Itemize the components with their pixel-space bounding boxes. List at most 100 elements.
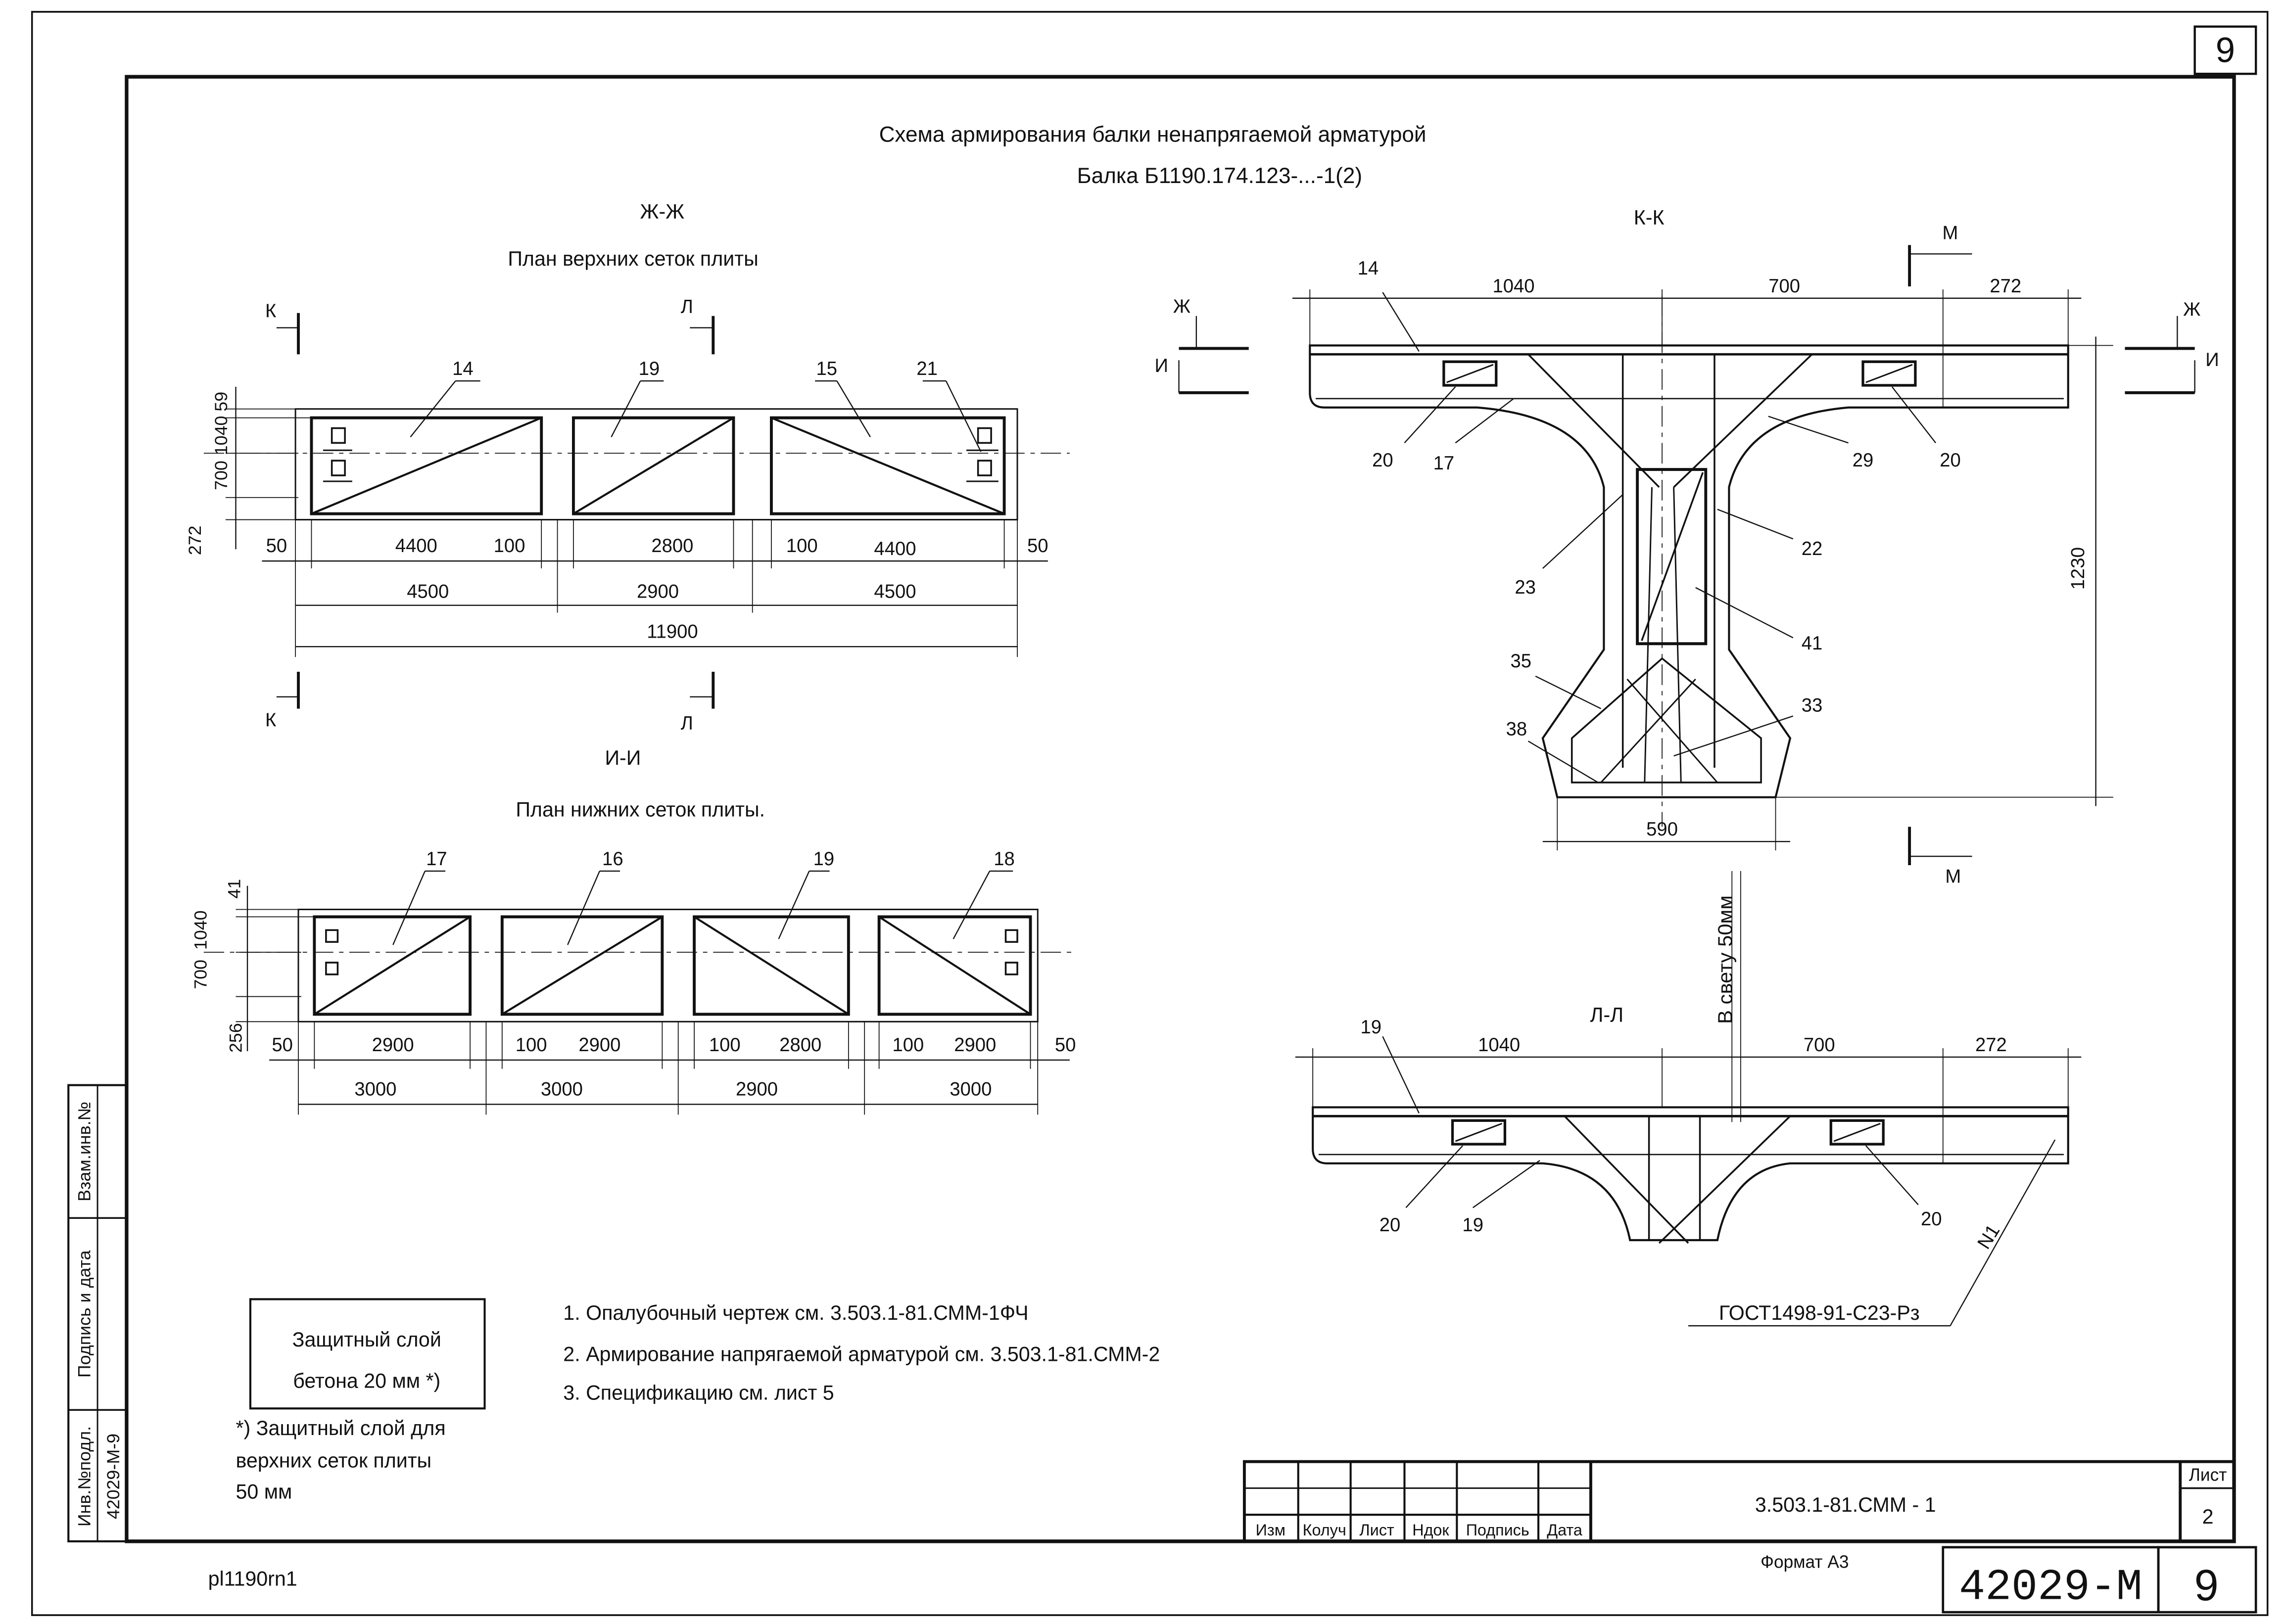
ll-dim-1040: 1040 bbox=[1478, 1034, 1520, 1056]
kk-cut-zh-left: Ж bbox=[1173, 296, 1191, 317]
bottom-dim-2800: 2800 bbox=[779, 1034, 821, 1056]
bottom-mark-16: 16 bbox=[602, 848, 623, 870]
kk-cut-zh-right: Ж bbox=[2183, 299, 2201, 320]
kk-mark-23: 23 bbox=[1515, 577, 1536, 598]
kk-dim-1040: 1040 bbox=[1493, 276, 1535, 297]
outer-frame bbox=[31, 11, 2269, 1616]
bottom-dim-100a: 100 bbox=[516, 1034, 547, 1056]
ll-mark-20a: 20 bbox=[1380, 1214, 1401, 1236]
kk-mark-14: 14 bbox=[1358, 258, 1379, 279]
bottom-mesh-16 bbox=[500, 915, 664, 1016]
main-title: Схема армирования балки ненапрягаемой ар… bbox=[879, 122, 1427, 146]
bottom-dim-left-1040: 1040 bbox=[191, 910, 211, 950]
ll-mark-20b: 20 bbox=[1921, 1208, 1942, 1230]
bottom-dim-3000b: 3000 bbox=[541, 1078, 583, 1100]
bottom-dim-2900b: 2900 bbox=[578, 1034, 620, 1056]
bottom-mesh-17 bbox=[313, 915, 472, 1016]
bottom-dim-50b: 50 bbox=[1055, 1034, 1076, 1056]
footnote-line2: верхних сеток плиты bbox=[236, 1448, 432, 1472]
kk-mark-33: 33 bbox=[1802, 695, 1823, 716]
beam-title: Балка Б1190.174.123-...-1(2) bbox=[1077, 164, 1362, 188]
tb-header-list: Лист bbox=[1359, 1521, 1394, 1539]
side-stamp-col2: Подпись и дата bbox=[75, 1250, 95, 1378]
bottom-dim-3000c: 3000 bbox=[950, 1078, 992, 1100]
kk-mark-20a: 20 bbox=[1372, 450, 1393, 471]
top-dim-4500b: 4500 bbox=[874, 581, 916, 602]
side-stamp: Взам.инв.№ Подпись и дата Инв.№подл. 420… bbox=[67, 1084, 128, 1542]
tb-header-koluch: Колуч bbox=[1303, 1521, 1346, 1539]
kk-cut-i-right: И bbox=[2205, 349, 2219, 371]
side-stamp-col3: Инв.№подл. bbox=[75, 1426, 95, 1527]
section-kk-title: К-К bbox=[1634, 205, 1665, 229]
kk-mark-35: 35 bbox=[1511, 650, 1532, 672]
top-plan-section-label: Ж-Ж bbox=[640, 199, 684, 223]
ll-mark-19b: 19 bbox=[1462, 1214, 1483, 1236]
top-mark-15: 15 bbox=[816, 358, 837, 379]
kk-mark-41: 41 bbox=[1802, 633, 1823, 654]
side-stamp-col1: Взам.инв.№ bbox=[75, 1102, 95, 1202]
footnote-line1: *) Защитный слой для bbox=[236, 1416, 446, 1439]
tb-header-data: Дата bbox=[1547, 1521, 1582, 1539]
bottom-mark-19: 19 bbox=[813, 848, 835, 870]
top-mark-19: 19 bbox=[639, 358, 660, 379]
top-plan-title: План верхних сеток плиты bbox=[508, 247, 758, 270]
tb-format: Формат А3 bbox=[1761, 1552, 1849, 1572]
tb-sheet-number: 2 bbox=[2202, 1505, 2214, 1528]
side-stamp-number: 42029-М-9 bbox=[103, 1434, 123, 1519]
top-dim-2800: 2800 bbox=[651, 535, 693, 557]
file-ref: pl1190rn1 bbox=[208, 1567, 297, 1590]
kk-mark-20b: 20 bbox=[1940, 450, 1961, 471]
top-mark-14: 14 bbox=[452, 358, 474, 379]
bottom-dim-50a: 50 bbox=[272, 1034, 293, 1056]
ll-mark-19a: 19 bbox=[1361, 1017, 1382, 1038]
protective-box-line1: Защитный слой bbox=[292, 1328, 441, 1351]
protective-layer-box: Защитный слой бетона 20 мм *) bbox=[249, 1298, 486, 1410]
kk-cut-m-bottom: М bbox=[1945, 866, 1961, 887]
top-dim-4400a: 4400 bbox=[395, 535, 437, 557]
ll-dim-272: 272 bbox=[1975, 1034, 2007, 1056]
cut-k-top: К bbox=[265, 300, 277, 322]
tb-archive-number: 42029-М bbox=[1959, 1562, 2142, 1613]
top-dim-left-1040: 1040 bbox=[211, 416, 231, 456]
cut-k-bottom: К bbox=[265, 709, 277, 731]
tb-header-izm: Изм bbox=[1256, 1521, 1285, 1539]
ll-clear-gap: В свету 50мм bbox=[1714, 895, 1737, 1024]
title-block: Изм Колуч Лист Ндок Подпись Дата 3.503.1… bbox=[1242, 1460, 2257, 1614]
top-plan: Ж-Ж План верхних сеток плиты bbox=[185, 199, 1070, 734]
bottom-dim-2900a: 2900 bbox=[372, 1034, 414, 1056]
kk-cut-m-top: М bbox=[1943, 222, 1958, 243]
section-kk: К-К 1040 700 272 bbox=[1155, 205, 2219, 887]
kk-mark-22: 22 bbox=[1802, 538, 1823, 559]
bottom-dim-2900d: 2900 bbox=[736, 1078, 778, 1100]
top-dim-left-59: 59 bbox=[211, 392, 231, 412]
bottom-dim-left-700: 700 bbox=[191, 960, 211, 989]
cut-l-bottom: Л bbox=[681, 712, 693, 734]
top-dim-50a: 50 bbox=[266, 535, 287, 557]
top-dim-left-700: 700 bbox=[211, 461, 231, 490]
top-dim-2900: 2900 bbox=[637, 581, 679, 602]
top-dim-100b: 100 bbox=[786, 535, 818, 557]
kk-dim-700: 700 bbox=[1768, 276, 1800, 297]
bottom-dim-left-41: 41 bbox=[225, 879, 244, 899]
bottom-plan-section-label: И-И bbox=[605, 746, 641, 769]
kk-mark-17: 17 bbox=[1433, 453, 1455, 474]
bottom-mesh-18 bbox=[877, 915, 1032, 1016]
top-mesh-15 bbox=[770, 416, 1006, 515]
top-dim-100a: 100 bbox=[494, 535, 525, 557]
protective-box-line2: бетона 20 мм *) bbox=[293, 1369, 440, 1392]
ll-mark-n1: N1 bbox=[1973, 1221, 2004, 1253]
bottom-dim-100b: 100 bbox=[709, 1034, 741, 1056]
bottom-dim-3000a: 3000 bbox=[354, 1078, 396, 1100]
page-corner-number: 9 bbox=[2216, 31, 2235, 70]
tb-header-podpis: Подпись bbox=[1466, 1521, 1529, 1539]
top-mark-21: 21 bbox=[916, 358, 938, 379]
ll-dim-700: 700 bbox=[1804, 1034, 1835, 1056]
bottom-plan-title: План нижних сеток плиты. bbox=[516, 797, 765, 821]
tb-archive-sheet: 9 bbox=[2194, 1561, 2219, 1610]
bottom-plan: И-И План нижних сеток плиты. bbox=[191, 746, 1077, 1115]
kk-mark-38: 38 bbox=[1506, 718, 1527, 740]
bottom-mesh-19 bbox=[693, 915, 850, 1016]
bottom-dim-2900c: 2900 bbox=[954, 1034, 996, 1056]
kk-dim-height: 1230 bbox=[2067, 547, 2089, 590]
note-3: 3. Спецификацию см. лист 5 bbox=[563, 1381, 834, 1404]
